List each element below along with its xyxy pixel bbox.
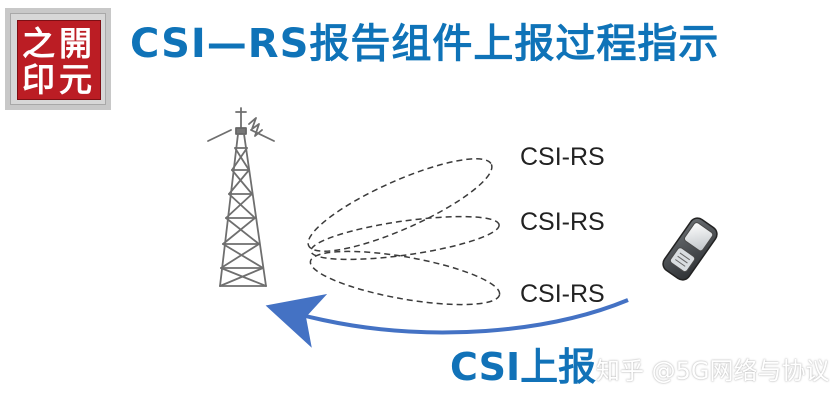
network-diagram bbox=[207, 107, 718, 348]
csi-rs-label-2: CSI-RS bbox=[520, 208, 605, 236]
mobile-phone-icon bbox=[662, 217, 718, 281]
logo-seal: 之 開 印 元 bbox=[17, 20, 101, 100]
csi-report-arrow bbox=[265, 293, 629, 348]
logo-char-2: 開 bbox=[59, 24, 92, 63]
logo-char-3: 印 bbox=[22, 60, 55, 99]
csi-report-label: CSI上报 bbox=[450, 345, 597, 389]
diagram-title: CSI—RS报告组件上报过程指示 bbox=[130, 21, 720, 67]
csi-rs-beam-3 bbox=[309, 250, 501, 306]
csi-rs-label-1: CSI-RS bbox=[520, 143, 605, 171]
csi-rs-beams bbox=[307, 158, 501, 306]
csi-rs-beam-1 bbox=[307, 158, 493, 252]
csi-rs-beam-2 bbox=[310, 215, 500, 261]
csi-rs-label-3: CSI-RS bbox=[520, 280, 605, 308]
watermark: 知乎 @5G网络与协议 bbox=[596, 357, 830, 385]
logo-char-1: 之 bbox=[22, 24, 55, 63]
diagram-page: 之 開 印 元 CSI—RS报告组件上报过程指示 bbox=[5, 8, 830, 389]
logo-char-4: 元 bbox=[59, 60, 92, 99]
logo: 之 開 印 元 bbox=[5, 8, 111, 110]
cell-tower-icon bbox=[207, 107, 275, 287]
